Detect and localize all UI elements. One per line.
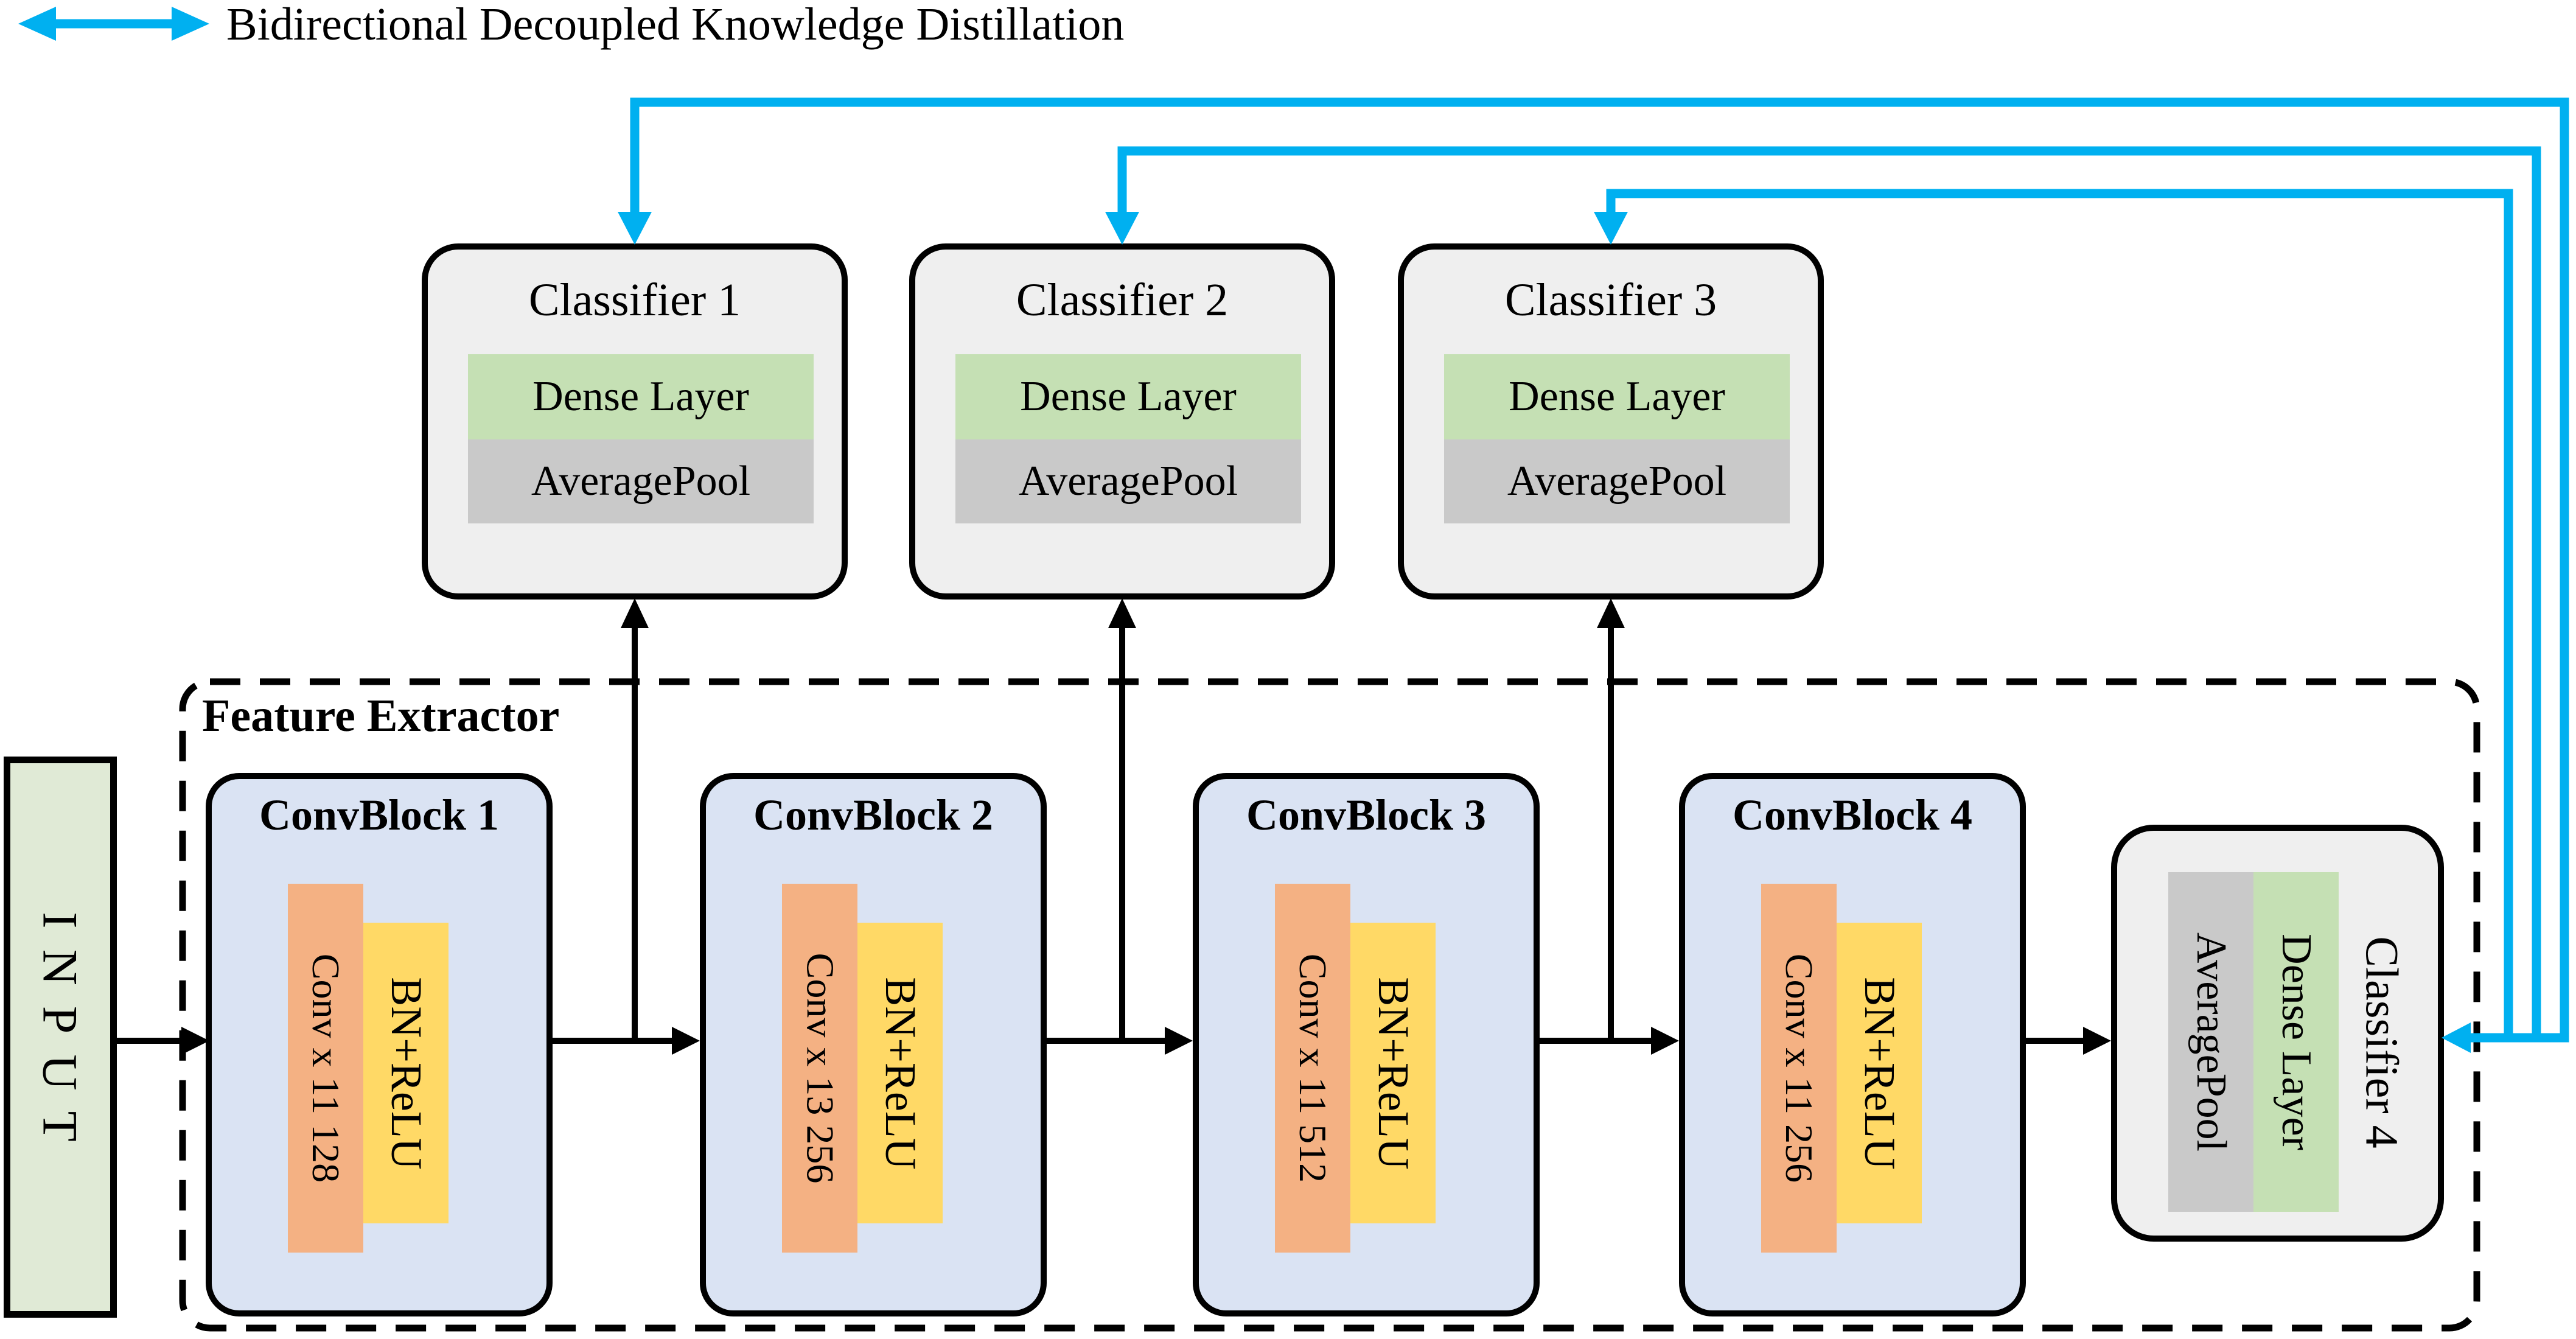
- arrowhead-into-convblock2: [672, 1027, 700, 1055]
- classifier-2-averagepool-box: AveragePool: [955, 439, 1301, 523]
- kd-arrowhead-classifier-1: [618, 212, 652, 245]
- arrowhead-up-classifier-2: [1108, 598, 1136, 628]
- convblock-1-conv-box: Conv x 11 128: [288, 884, 363, 1253]
- feature-extractor-label: Feature Extractor: [202, 690, 560, 741]
- kd-arrowhead-classifier-2: [1105, 212, 1139, 245]
- convblock-1-bnrelu-box: BN+ReLU: [363, 923, 449, 1223]
- arrowhead-up-classifier-1: [621, 598, 649, 628]
- classifier-2-box: Classifier 2 Dense Layer AveragePool: [909, 243, 1335, 600]
- classifier-4-dense-layer-box: Dense Layer: [2253, 872, 2339, 1212]
- convblock-4-title: ConvBlock 4: [1732, 791, 1973, 839]
- arrowhead-up-classifier-3: [1597, 598, 1625, 628]
- convblock-2-box: ConvBlock 2 Conv x 13 256 BN+ReLU: [700, 773, 1047, 1316]
- arrowhead-into-convblock4: [1651, 1027, 1679, 1055]
- kd-arrowhead-classifier-3: [1594, 212, 1628, 245]
- classifier-4-title: Classifier 4: [2356, 935, 2407, 1148]
- dense-layer-label: Dense Layer: [1020, 373, 1237, 420]
- classifier-1-averagepool-box: AveragePool: [468, 439, 814, 523]
- dense-layer-label: Dense Layer: [1509, 373, 1725, 420]
- classifier-3-dense-layer-box: Dense Layer: [1444, 354, 1790, 439]
- convblock-4-bnrelu-box: BN+ReLU: [1837, 923, 1922, 1223]
- classifier-2-title: Classifier 2: [1016, 274, 1229, 326]
- input-label: INPUT: [33, 912, 88, 1162]
- arrowhead-into-classifier4: [2083, 1027, 2111, 1055]
- conv-label: Conv x 11 128: [304, 953, 347, 1183]
- classifier-1-dense-layer-box: Dense Layer: [468, 354, 814, 439]
- convblock-4-conv-box: Conv x 11 256: [1761, 884, 1837, 1253]
- averagepool-label: AveragePool: [1018, 458, 1238, 505]
- conv-label: Conv x 13 256: [798, 953, 842, 1184]
- bnrelu-label: BN+ReLU: [876, 976, 925, 1170]
- classifier-4-box: AveragePool Dense Layer Classifier 4: [2111, 825, 2444, 1242]
- classifier-1-title: Classifier 1: [528, 274, 741, 326]
- arrowhead-into-convblock3: [1165, 1027, 1193, 1055]
- convblock-3-title: ConvBlock 3: [1246, 791, 1487, 839]
- convblock-4-box: ConvBlock 4 Conv x 11 256 BN+ReLU: [1679, 773, 2026, 1316]
- conv-label: Conv x 11 512: [1291, 953, 1335, 1183]
- convblock-3-conv-box: Conv x 11 512: [1275, 884, 1350, 1253]
- convblock-3-box: ConvBlock 3 Conv x 11 512 BN+ReLU: [1193, 773, 1540, 1316]
- convblock-3-bnrelu-box: BN+ReLU: [1350, 923, 1436, 1223]
- bnrelu-label: BN+ReLU: [1855, 976, 1904, 1170]
- classifier-1-box: Classifier 1 Dense Layer AveragePool: [422, 243, 848, 600]
- averagepool-label: AveragePool: [1507, 458, 1727, 505]
- dense-layer-label: Dense Layer: [532, 373, 749, 420]
- input-box: INPUT: [4, 757, 117, 1318]
- classifier-2-dense-layer-box: Dense Layer: [955, 354, 1301, 439]
- averagepool-label: AveragePool: [531, 458, 751, 505]
- classifier-3-title: Classifier 3: [1504, 274, 1717, 326]
- dense-layer-label: Dense Layer: [2273, 934, 2320, 1150]
- bnrelu-label: BN+ReLU: [1369, 976, 1418, 1170]
- classifier-3-box: Classifier 3 Dense Layer AveragePool: [1398, 243, 1824, 600]
- convblock-2-conv-box: Conv x 13 256: [782, 884, 857, 1253]
- bnrelu-label: BN+ReLU: [382, 976, 431, 1170]
- classifier-3-averagepool-box: AveragePool: [1444, 439, 1790, 523]
- conv-label: Conv x 11 256: [1778, 953, 1821, 1183]
- legend-label: Bidirectional Decoupled Knowledge Distil…: [226, 0, 1125, 50]
- convblock-2-bnrelu-box: BN+ReLU: [857, 923, 943, 1223]
- bidirectional-arrow-icon: [18, 7, 209, 41]
- kd-arrowhead-classifier-4: [2442, 1023, 2471, 1053]
- classifier-4-averagepool-box: AveragePool: [2168, 872, 2253, 1212]
- averagepool-label: AveragePool: [2188, 932, 2235, 1152]
- convblock-2-title: ConvBlock 2: [753, 791, 994, 839]
- convblock-1-box: ConvBlock 1 Conv x 11 128 BN+ReLU: [206, 773, 553, 1316]
- convblock-1-title: ConvBlock 1: [259, 791, 500, 839]
